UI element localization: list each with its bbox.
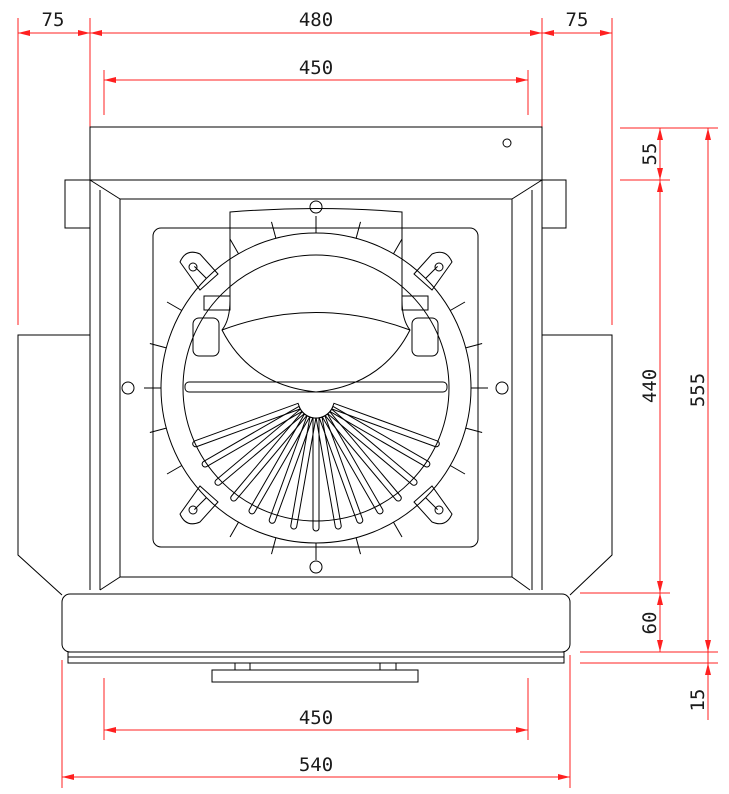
- left-upper-flange: [64, 179, 90, 229]
- radial-fin: [318, 415, 364, 524]
- frame-hole-bottom: [309, 560, 323, 574]
- base-bar: [211, 669, 419, 683]
- circle-tick: [393, 238, 403, 255]
- dimension-arrows: [18, 30, 711, 780]
- base-plate: [61, 593, 571, 653]
- pivot-tab-bl: [179, 485, 219, 525]
- radial-fin: [214, 408, 305, 486]
- radial-fin: [290, 416, 317, 530]
- inner-frame: [119, 198, 513, 578]
- dim-right-top: 55: [639, 143, 661, 166]
- radial-fin: [248, 413, 311, 515]
- circle-tick: [229, 521, 239, 538]
- circle-tick: [425, 497, 438, 510]
- dim-right-base: 15: [687, 689, 709, 712]
- circle-tick: [449, 301, 466, 311]
- dim-top-left: 75: [42, 9, 65, 31]
- right-clip: [411, 317, 439, 357]
- dimension-labels: 75 480 75 450 450 540 55 440 555 60 15: [42, 9, 709, 776]
- circle-tick: [194, 266, 207, 279]
- circle-tick: [355, 221, 361, 239]
- circle-tick: [393, 521, 403, 538]
- dim-upper-inner: 450: [299, 57, 333, 79]
- radial-fin: [324, 411, 402, 502]
- left-clip: [192, 317, 220, 357]
- dim-lower-inner: 450: [299, 707, 333, 729]
- dim-right-bottom: 60: [639, 612, 661, 635]
- circle-tick: [465, 427, 483, 433]
- radial-fin: [312, 417, 320, 532]
- circle-tick: [355, 537, 361, 555]
- circle-tick: [149, 343, 167, 349]
- left-bracket: [203, 295, 231, 311]
- dim-top-right: 75: [566, 9, 589, 31]
- reflector-dome: [221, 208, 411, 393]
- frame-hole-top: [309, 200, 323, 214]
- right-bracket: [401, 295, 429, 311]
- radial-fin: [201, 405, 303, 468]
- circle-tick: [194, 497, 207, 510]
- circle-tick: [166, 465, 183, 475]
- radial-fin: [268, 415, 314, 524]
- circle-tick: [271, 221, 277, 239]
- circle-tick: [425, 266, 438, 279]
- pivot-tab-tr: [413, 251, 453, 291]
- circle-tick: [465, 343, 483, 349]
- frame-hole-right: [495, 381, 509, 395]
- right-wing: [542, 334, 613, 596]
- dim-right-middle: 440: [639, 369, 661, 403]
- frame-hole-left: [121, 381, 135, 395]
- radial-fin: [327, 408, 418, 486]
- dim-right-total: 555: [687, 373, 709, 407]
- dim-top-center: 480: [299, 9, 333, 31]
- lamp-circle: [160, 232, 472, 544]
- circle-tick: [229, 238, 239, 255]
- top-plate: [89, 126, 543, 181]
- inner-panel: [152, 227, 479, 548]
- device-outline: [17, 126, 613, 683]
- right-upper-flange: [542, 179, 567, 229]
- radial-fin: [315, 416, 342, 530]
- radial-fin: [329, 405, 431, 468]
- radial-fins: [192, 402, 440, 532]
- top-plate-hole: [502, 138, 512, 148]
- circle-tick: [449, 465, 466, 475]
- radial-fin: [192, 402, 301, 448]
- pivot-tab-tl: [179, 251, 219, 291]
- radial-fin: [331, 402, 440, 448]
- circle-tick: [149, 427, 167, 433]
- grille-bar: [184, 381, 448, 393]
- left-wing: [17, 334, 90, 596]
- dimension-lines: [17, 18, 718, 788]
- dim-bottom-total: 540: [299, 754, 333, 776]
- circle-ticks: [144, 216, 488, 560]
- circle-tick: [271, 537, 277, 555]
- radial-fin: [321, 413, 384, 515]
- circle-tick: [166, 301, 183, 311]
- lamp-circle-inner: [182, 254, 450, 522]
- radial-fin: [230, 411, 308, 502]
- pivot-tab-br: [413, 485, 453, 525]
